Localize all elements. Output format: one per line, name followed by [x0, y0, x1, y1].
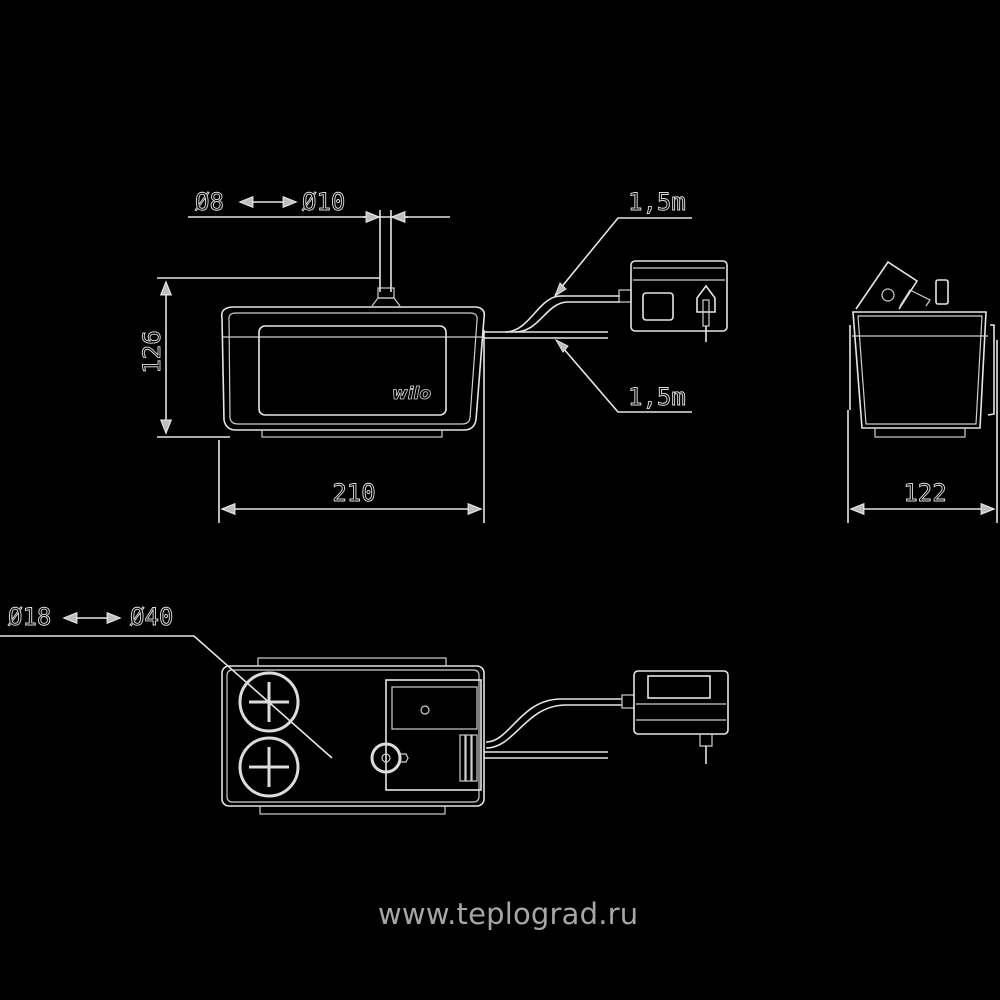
- cable-length-bottom: 1,5m: [628, 383, 686, 411]
- side-view: 122: [847, 260, 998, 523]
- tube-max-label: Ø10: [302, 188, 345, 216]
- pump-window: [258, 325, 447, 416]
- cable-leader-top: [554, 217, 692, 296]
- inlet-top: [238, 671, 300, 733]
- power-adapter-top: [633, 670, 729, 735]
- front-view: 126 wilo 210 1,5m 1,5m: [138, 188, 728, 523]
- inlet-bottom: [238, 736, 300, 798]
- tube-diameter-range: Ø8 Ø10: [195, 188, 346, 217]
- pump-body: [220, 306, 486, 431]
- cable-leader-bottom: [556, 340, 692, 413]
- control-compartment: [385, 679, 482, 791]
- height-label: 126: [138, 330, 166, 373]
- tube-min-label: Ø8: [195, 188, 224, 216]
- inlet-max-label: Ø40: [130, 603, 173, 631]
- wilo-logo: wilo: [392, 384, 431, 404]
- side-body: [852, 311, 987, 429]
- inlet-min-label: Ø18: [8, 603, 51, 631]
- top-view: Ø18 Ø40: [0, 603, 729, 815]
- inlet-leader-line: [0, 635, 333, 759]
- depth-label: 122: [903, 479, 946, 507]
- float-sensor: [370, 742, 402, 774]
- width-label: 210: [332, 479, 375, 507]
- float-switch: [855, 260, 919, 310]
- cable-length-top: 1,5m: [628, 188, 686, 216]
- power-adapter: [630, 260, 728, 332]
- website-url: www.teplograd.ru: [378, 897, 639, 931]
